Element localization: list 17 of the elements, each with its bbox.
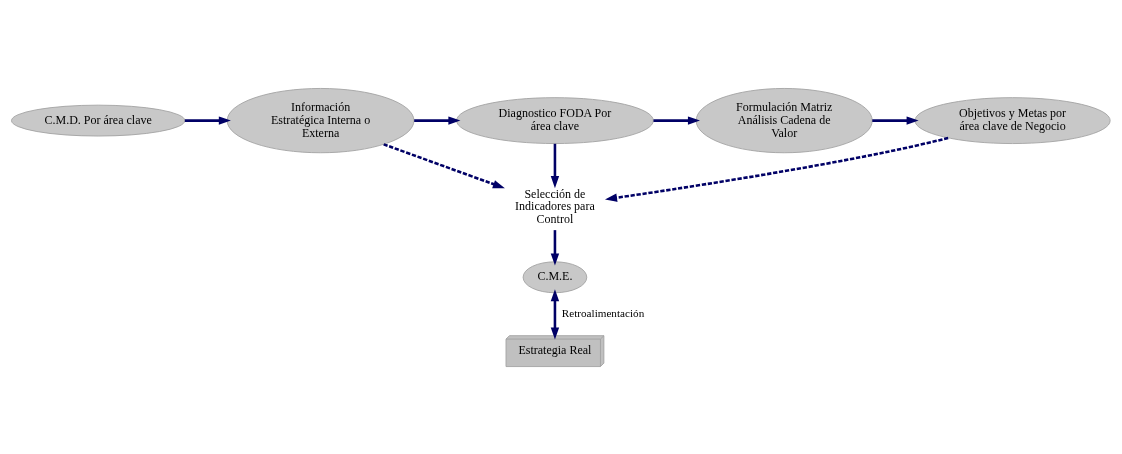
arrow <box>184 115 231 125</box>
node-ellipse: Diagnostico FODA Por área clave <box>456 96 654 144</box>
arrow <box>605 136 949 202</box>
node-ellipse: Información Estratégica Interna o Externa <box>226 87 415 153</box>
node-text: Selección de Indicadores para Control <box>515 186 595 226</box>
node-ellipse: C.M.E. <box>522 260 588 293</box>
edge-label: Retroalimentación <box>561 306 645 319</box>
node-ellipse: C.M.D. Por área clave <box>11 104 186 136</box>
arrow <box>550 229 560 265</box>
arrow <box>653 115 700 125</box>
arrow <box>414 115 461 125</box>
arrow <box>872 115 919 125</box>
node-ellipse: Objetivos y Metas por área clave de Negocio <box>914 96 1111 144</box>
arrow <box>550 288 560 339</box>
arrow <box>383 142 505 188</box>
node-ellipse: Formulación Matriz Análisis Cadena de Valor <box>695 87 873 153</box>
arrow <box>550 143 560 188</box>
